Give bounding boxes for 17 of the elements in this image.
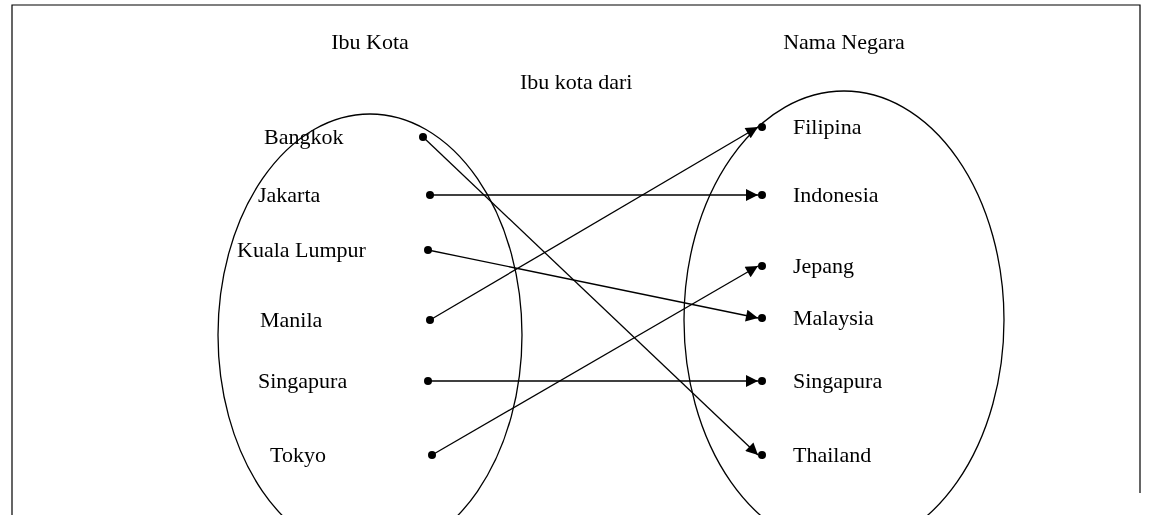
item-label: Thailand (793, 443, 872, 467)
item-label: Kuala Lumpur (237, 238, 366, 262)
item-label: Tokyo (270, 443, 326, 467)
arrow (431, 265, 759, 456)
item-label: Manila (260, 308, 323, 332)
arrow (429, 126, 759, 321)
arrow (422, 136, 759, 456)
set-heading: Ibu Kota (330, 30, 410, 54)
item-label: Indonesia (793, 183, 879, 207)
relation-label: Ibu kota dari (520, 70, 633, 94)
item-label: Jakarta (258, 183, 321, 207)
item-label: Singapura (793, 369, 883, 393)
item-label: Filipina (793, 115, 862, 139)
item-label: Malaysia (793, 306, 874, 330)
item-label: Jepang (793, 254, 855, 278)
set-heading: Nama Negara (782, 30, 906, 54)
item-label: Singapura (258, 369, 348, 393)
